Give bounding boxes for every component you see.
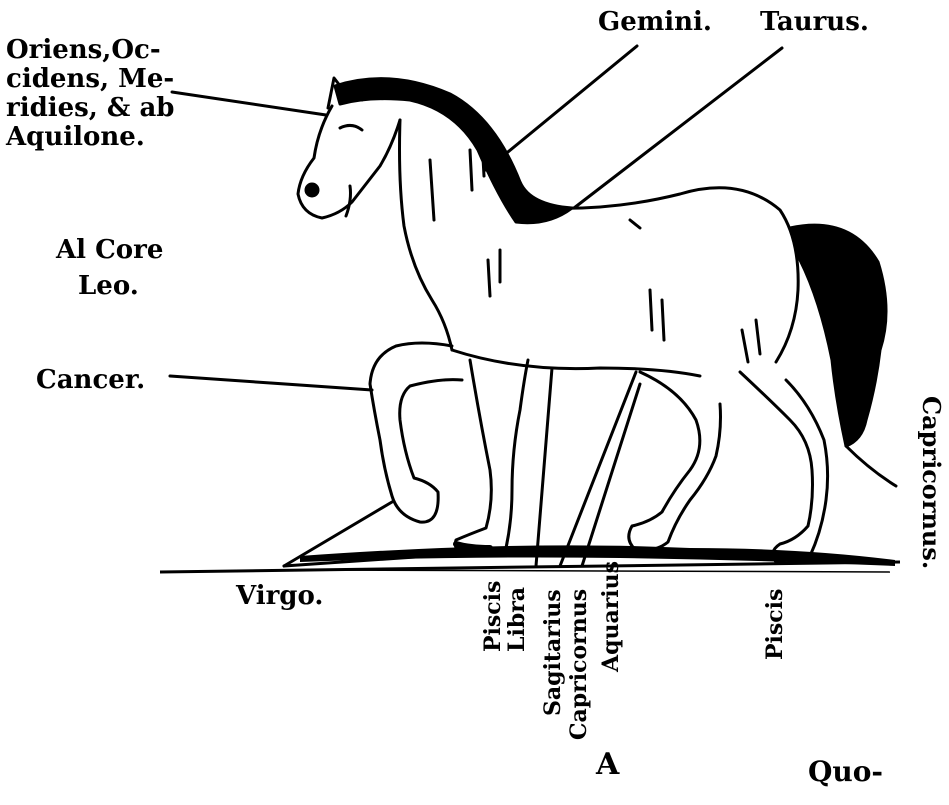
label-virgo: Virgo.: [236, 582, 323, 611]
label-piscis-front: Piscis: [480, 581, 506, 652]
catchword: Quo-: [808, 756, 883, 787]
label-oriens-line-4: Aquilone.: [6, 123, 174, 152]
label-libra: Libra: [504, 587, 530, 652]
label-capricornus-leg: Capricornus: [566, 589, 592, 740]
pointer-gemini: [486, 46, 637, 170]
pointer-cancer: [170, 376, 372, 390]
signature-mark: A: [596, 748, 619, 782]
label-sagittarius: Sagitarius: [540, 589, 566, 716]
label-al-core: Al Core: [56, 236, 163, 265]
pointer-sagittarius: [560, 372, 636, 566]
label-piscis-back: Piscis: [762, 589, 788, 660]
label-oriens-line-3: ridies, & ab: [6, 94, 174, 123]
label-capricornus-right: Capricornus.: [917, 396, 946, 569]
label-cancer: Cancer.: [36, 366, 145, 395]
label-aquarius: Aquarius: [598, 561, 624, 672]
label-taurus: Taurus.: [760, 8, 869, 37]
pointer-libra: [536, 368, 552, 566]
label-oriens: Oriens,Oc- cidens, Me- ridies, & ab Aqui…: [6, 36, 174, 152]
label-oriens-line-1: Oriens,Oc-: [6, 36, 174, 65]
pointer-oriens: [172, 92, 326, 115]
label-oriens-line-2: cidens, Me-: [6, 65, 174, 94]
pointer-capricornus-leg: [582, 384, 640, 566]
label-leo: Leo.: [78, 272, 139, 301]
horse-figure: [298, 78, 896, 563]
label-gemini: Gemini.: [598, 8, 712, 37]
